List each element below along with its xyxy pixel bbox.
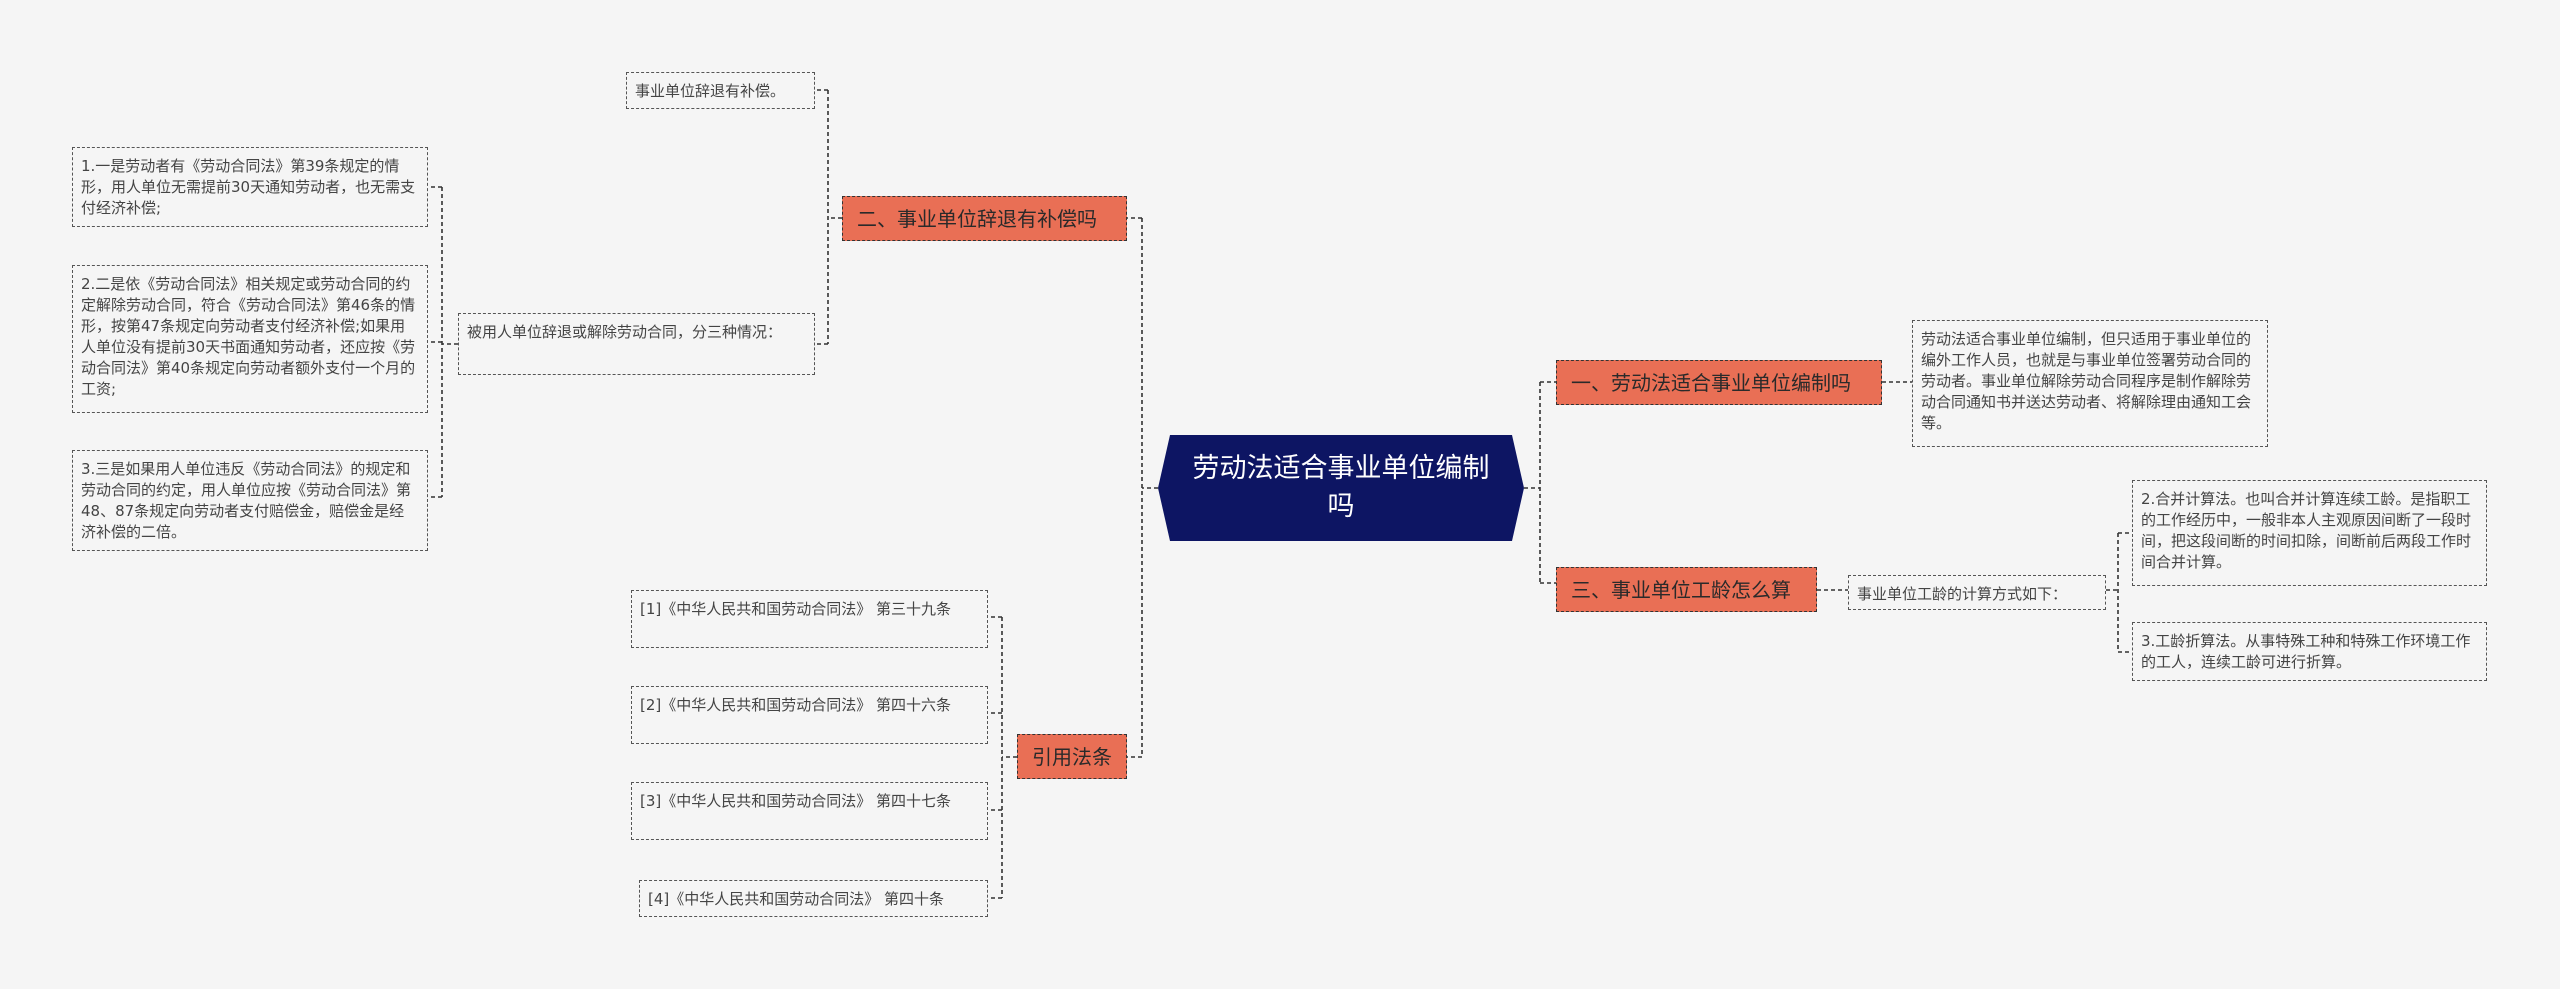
leaf-text: [3]《中华人民共和国劳动合同法》 第四十七条	[640, 792, 952, 810]
leaf-seniority-methods-intro[interactable]: 事业单位工龄的计算方式如下：	[1848, 575, 2106, 610]
branch-label: 二、事业单位辞退有补偿吗	[857, 207, 1097, 231]
leaf-text: 3.三是如果用人单位违反《劳动合同法》的规定和劳动合同的约定，用人单位应按《劳动…	[81, 460, 412, 541]
leaf-text: 事业单位工龄的计算方式如下：	[1857, 585, 2068, 603]
leaf-combined-calculation[interactable]: 2.合并计算法。也叫合并计算连续工龄。是指职工的工作经历中，一般非本人主观原因间…	[2132, 480, 2487, 586]
leaf-situation-two[interactable]: 2.二是依《劳动合同法》相关规定或劳动合同的约定解除劳动合同，符合《劳动合同法》…	[72, 265, 428, 413]
branch-dismissal-compensation[interactable]: 二、事业单位辞退有补偿吗	[842, 196, 1127, 241]
branch-labor-law-applicability[interactable]: 一、劳动法适合事业单位编制吗	[1556, 360, 1882, 405]
leaf-text: 被用人单位辞退或解除劳动合同，分三种情况：	[467, 323, 783, 341]
leaf-text: 劳动法适合事业单位编制，但只适用于事业单位的编外工作人员，也就是与事业单位签署劳…	[1921, 330, 2252, 432]
leaf-text: 1.一是劳动者有《劳动合同法》第39条规定的情形，用人单位无需提前30天通知劳动…	[81, 157, 416, 217]
branch-label: 一、劳动法适合事业单位编制吗	[1571, 371, 1851, 395]
leaf-law-article-46[interactable]: [2]《中华人民共和国劳动合同法》 第四十六条	[631, 686, 988, 744]
leaf-text: [2]《中华人民共和国劳动合同法》 第四十六条	[640, 696, 952, 714]
leaf-text: 事业单位辞退有补偿。	[635, 82, 786, 100]
root-title: 劳动法适合事业单位编制吗	[1192, 453, 1490, 522]
root-topic[interactable]: 劳动法适合事业单位编制吗	[1158, 435, 1524, 541]
leaf-text: [1]《中华人民共和国劳动合同法》 第三十九条	[640, 600, 952, 618]
branch-cited-laws[interactable]: 引用法条	[1017, 734, 1127, 779]
leaf-text: 2.二是依《劳动合同法》相关规定或劳动合同的约定解除劳动合同，符合《劳动合同法》…	[81, 275, 416, 398]
leaf-text: 2.合并计算法。也叫合并计算连续工龄。是指职工的工作经历中，一般非本人主观原因间…	[2141, 490, 2472, 571]
leaf-compensation-yes[interactable]: 事业单位辞退有补偿。	[626, 72, 815, 109]
leaf-text: [4]《中华人民共和国劳动合同法》 第四十条	[648, 890, 945, 908]
branch-seniority-calculation[interactable]: 三、事业单位工龄怎么算	[1556, 567, 1817, 612]
branch-label: 三、事业单位工龄怎么算	[1571, 578, 1791, 602]
leaf-text: 3.工龄折算法。从事特殊工种和特殊工作环境工作的工人，连续工龄可进行折算。	[2141, 632, 2471, 671]
leaf-law-article-47[interactable]: [3]《中华人民共和国劳动合同法》 第四十七条	[631, 782, 988, 840]
leaf-conversion-calculation[interactable]: 3.工龄折算法。从事特殊工种和特殊工作环境工作的工人，连续工龄可进行折算。	[2132, 622, 2487, 681]
leaf-applicability-description[interactable]: 劳动法适合事业单位编制，但只适用于事业单位的编外工作人员，也就是与事业单位签署劳…	[1912, 320, 2268, 447]
leaf-situation-three[interactable]: 3.三是如果用人单位违反《劳动合同法》的规定和劳动合同的约定，用人单位应按《劳动…	[72, 450, 428, 551]
leaf-law-article-39[interactable]: [1]《中华人民共和国劳动合同法》 第三十九条	[631, 590, 988, 648]
branch-label: 引用法条	[1032, 745, 1112, 769]
leaf-situation-one[interactable]: 1.一是劳动者有《劳动合同法》第39条规定的情形，用人单位无需提前30天通知劳动…	[72, 147, 428, 227]
leaf-law-article-40[interactable]: [4]《中华人民共和国劳动合同法》 第四十条	[639, 880, 988, 917]
leaf-three-situations[interactable]: 被用人单位辞退或解除劳动合同，分三种情况：	[458, 313, 815, 375]
